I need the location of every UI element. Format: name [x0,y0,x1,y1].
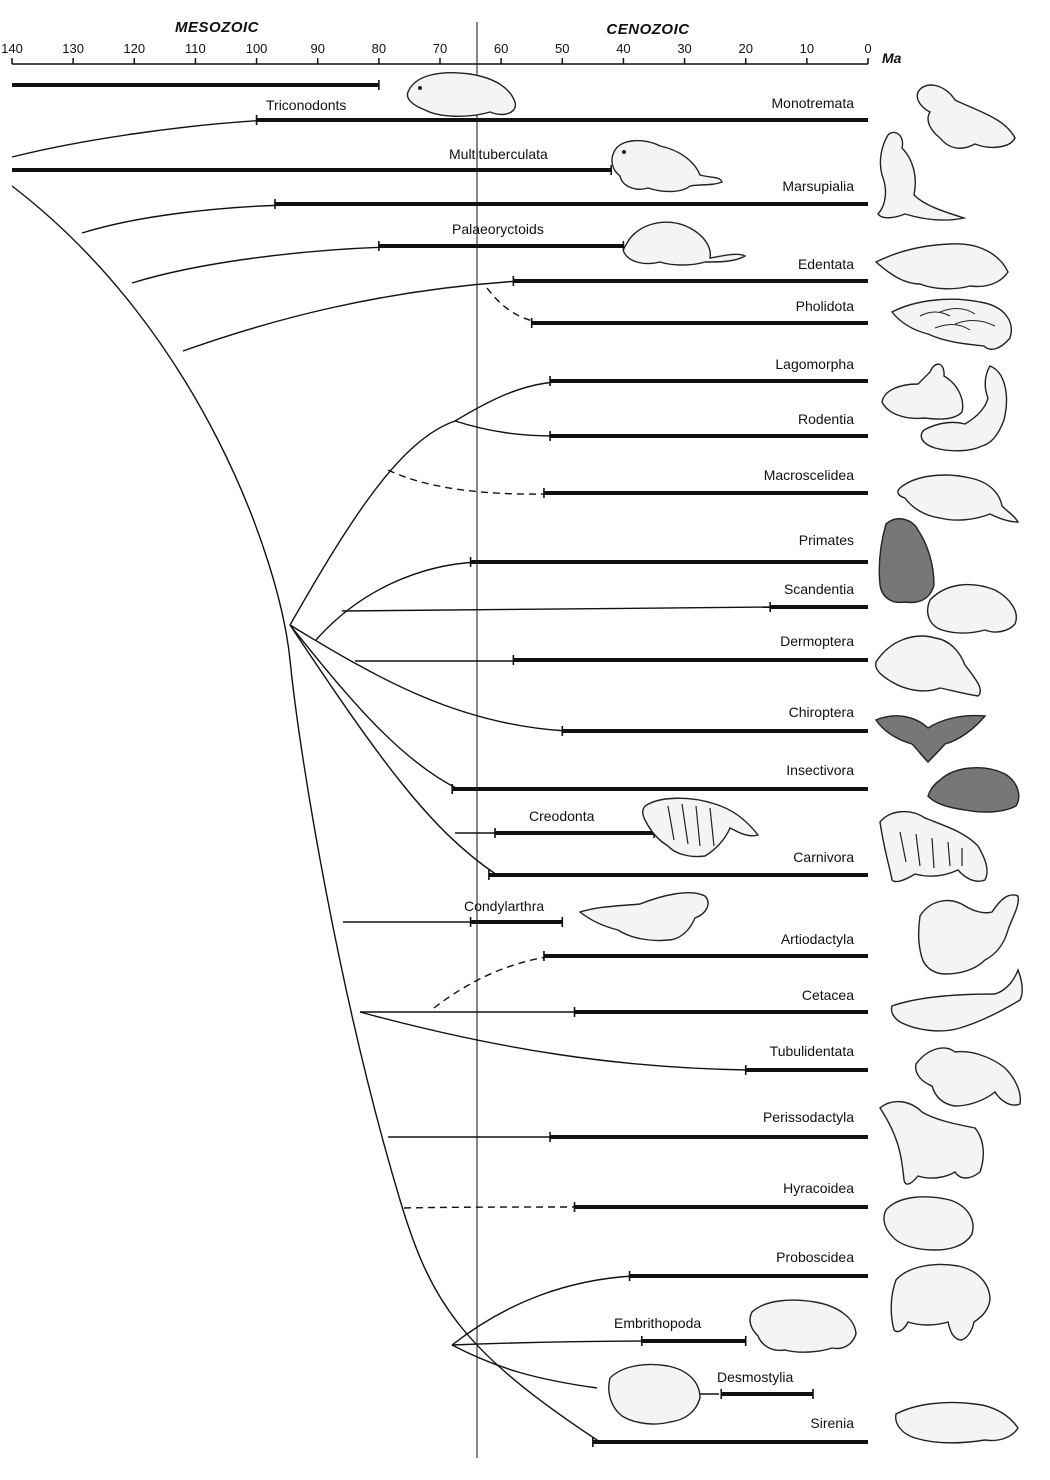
era-mesozoic-label: MESOZOIC [175,19,260,36]
kangaroo-illustration [877,131,967,221]
branch-monotremata [11,119,270,158]
hyrax-illustration [883,1196,974,1251]
gorilla-illustration [878,518,935,604]
label-triconodonts: Triconodonts [266,97,346,113]
taxon-ranges [12,80,868,1447]
elephant-illustration [890,1263,991,1341]
axis-tick-label: 110 [185,41,206,56]
label-carnivora: Carnivora [793,849,854,865]
platypus-illustration [916,84,1016,149]
label-dermoptera: Dermoptera [780,633,854,649]
label-sirenia: Sirenia [810,1415,854,1431]
animal-illustrations [406,71,1023,1444]
colugo-illustration [875,635,982,697]
branch-embrithopoda [451,1340,651,1346]
label-pholidota: Pholidota [796,298,855,314]
axis-unit-label: Ma [882,50,902,66]
branch-desmostylia [451,1344,598,1389]
axis-tick-label: 30 [677,41,691,56]
elephant-shrew-illustration [897,474,1020,523]
tiger-illustration [879,811,988,883]
axis-tick-label: 20 [738,41,752,56]
rabbit-illustration [881,363,964,420]
branch-hyracoidea-dashed [403,1206,582,1209]
squirrel-illustration [920,365,1008,452]
bat-illustration [874,714,987,763]
horse-illustration [879,1101,984,1185]
embrithopod-illustration [749,1299,857,1353]
axis-tick-label: 50 [555,41,569,56]
label-edentata: Edentata [798,256,854,272]
camel-illustration [917,894,1020,975]
multituberculate-illustration [611,139,723,193]
branch-insectivora [289,624,459,790]
axis-tick-label: 70 [433,41,447,56]
creodont-illustration [642,797,760,858]
axis-tick-label: 0 [864,41,871,56]
condylarth-illustration [578,892,709,942]
branch-artiodactyla-dashed [433,955,554,1009]
branch-scandentia [341,606,773,612]
label-creodonta: Creodonta [529,808,595,824]
palaeoryctoid-illustration [622,221,747,266]
pangolin-illustration [890,298,1012,350]
label-primates: Primates [799,532,854,548]
label-perissodactyla: Perissodactyla [763,1109,854,1125]
label-desmostylia: Desmostylia [717,1369,793,1385]
manatee-illustration [895,1401,1019,1444]
anteater-illustration [874,243,1009,290]
branch-marsupialia [81,204,286,234]
main-trunk-line [11,185,601,1443]
label-marsupialia: Marsupialia [782,178,854,194]
label-scandentia: Scandentia [784,581,854,597]
desmostylian-illustration [608,1363,701,1425]
branch-glires-stem [289,420,456,626]
label-palaeoryctoids: Palaeoryctoids [452,221,544,237]
axis-tick-label: 130 [62,41,84,56]
branch-edentata [182,280,521,352]
label-condylarthra: Condylarthra [464,898,544,914]
axis-tick-label: 40 [616,41,630,56]
label-embrithopoda: Embrithopoda [614,1315,701,1331]
branch-pholidota-dashed [486,287,542,324]
aardvark-illustration [915,1047,1022,1107]
era-cenozoic-label: CENOZOIC [606,21,690,38]
axis-tick-label: 140 [1,41,23,56]
label-artiodactyla: Artiodactyla [781,931,854,947]
label-rodentia: Rodentia [798,411,854,427]
taxon-labels: Triconodonts Monotremata Multituberculat… [266,95,854,1431]
axis-tick-label: 80 [372,41,386,56]
tree-branches [11,119,773,1443]
label-proboscidea: Proboscidea [776,1249,854,1265]
label-multituberculata: Multituberculata [449,146,548,162]
axis-tick-label: 10 [800,41,814,56]
branch-rodentia [454,420,557,437]
triconodont-illustration [406,71,517,117]
label-cetacea: Cetacea [802,987,854,1003]
branch-carnivora [289,624,498,876]
label-chiroptera: Chiroptera [789,704,855,720]
axis-tick-label: 120 [123,41,145,56]
axis-tick-label: 90 [310,41,324,56]
whale-illustration [890,968,1023,1032]
branch-lagomorpha [454,381,556,422]
branch-tubulidentata [359,1011,749,1071]
axis-tick-label: 100 [246,41,268,56]
label-hyracoidea: Hyracoidea [783,1180,854,1196]
axis-tick-label: 60 [494,41,508,56]
branch-chiroptera [289,624,568,732]
label-macroscelidea: Macroscelidea [764,467,854,483]
branch-macroscelidea-dashed [387,469,549,495]
label-insectivora: Insectivora [786,762,854,778]
label-tubulidentata: Tubulidentata [770,1043,855,1059]
label-lagomorpha: Lagomorpha [775,356,854,372]
hedgehog-illustration [927,767,1020,813]
branch-palaeoryctoids [131,246,389,284]
tree-shrew-illustration [926,583,1017,634]
branch-proboscidea [451,1275,633,1346]
branch-primates [315,561,478,641]
label-monotremata: Monotremata [772,95,855,111]
